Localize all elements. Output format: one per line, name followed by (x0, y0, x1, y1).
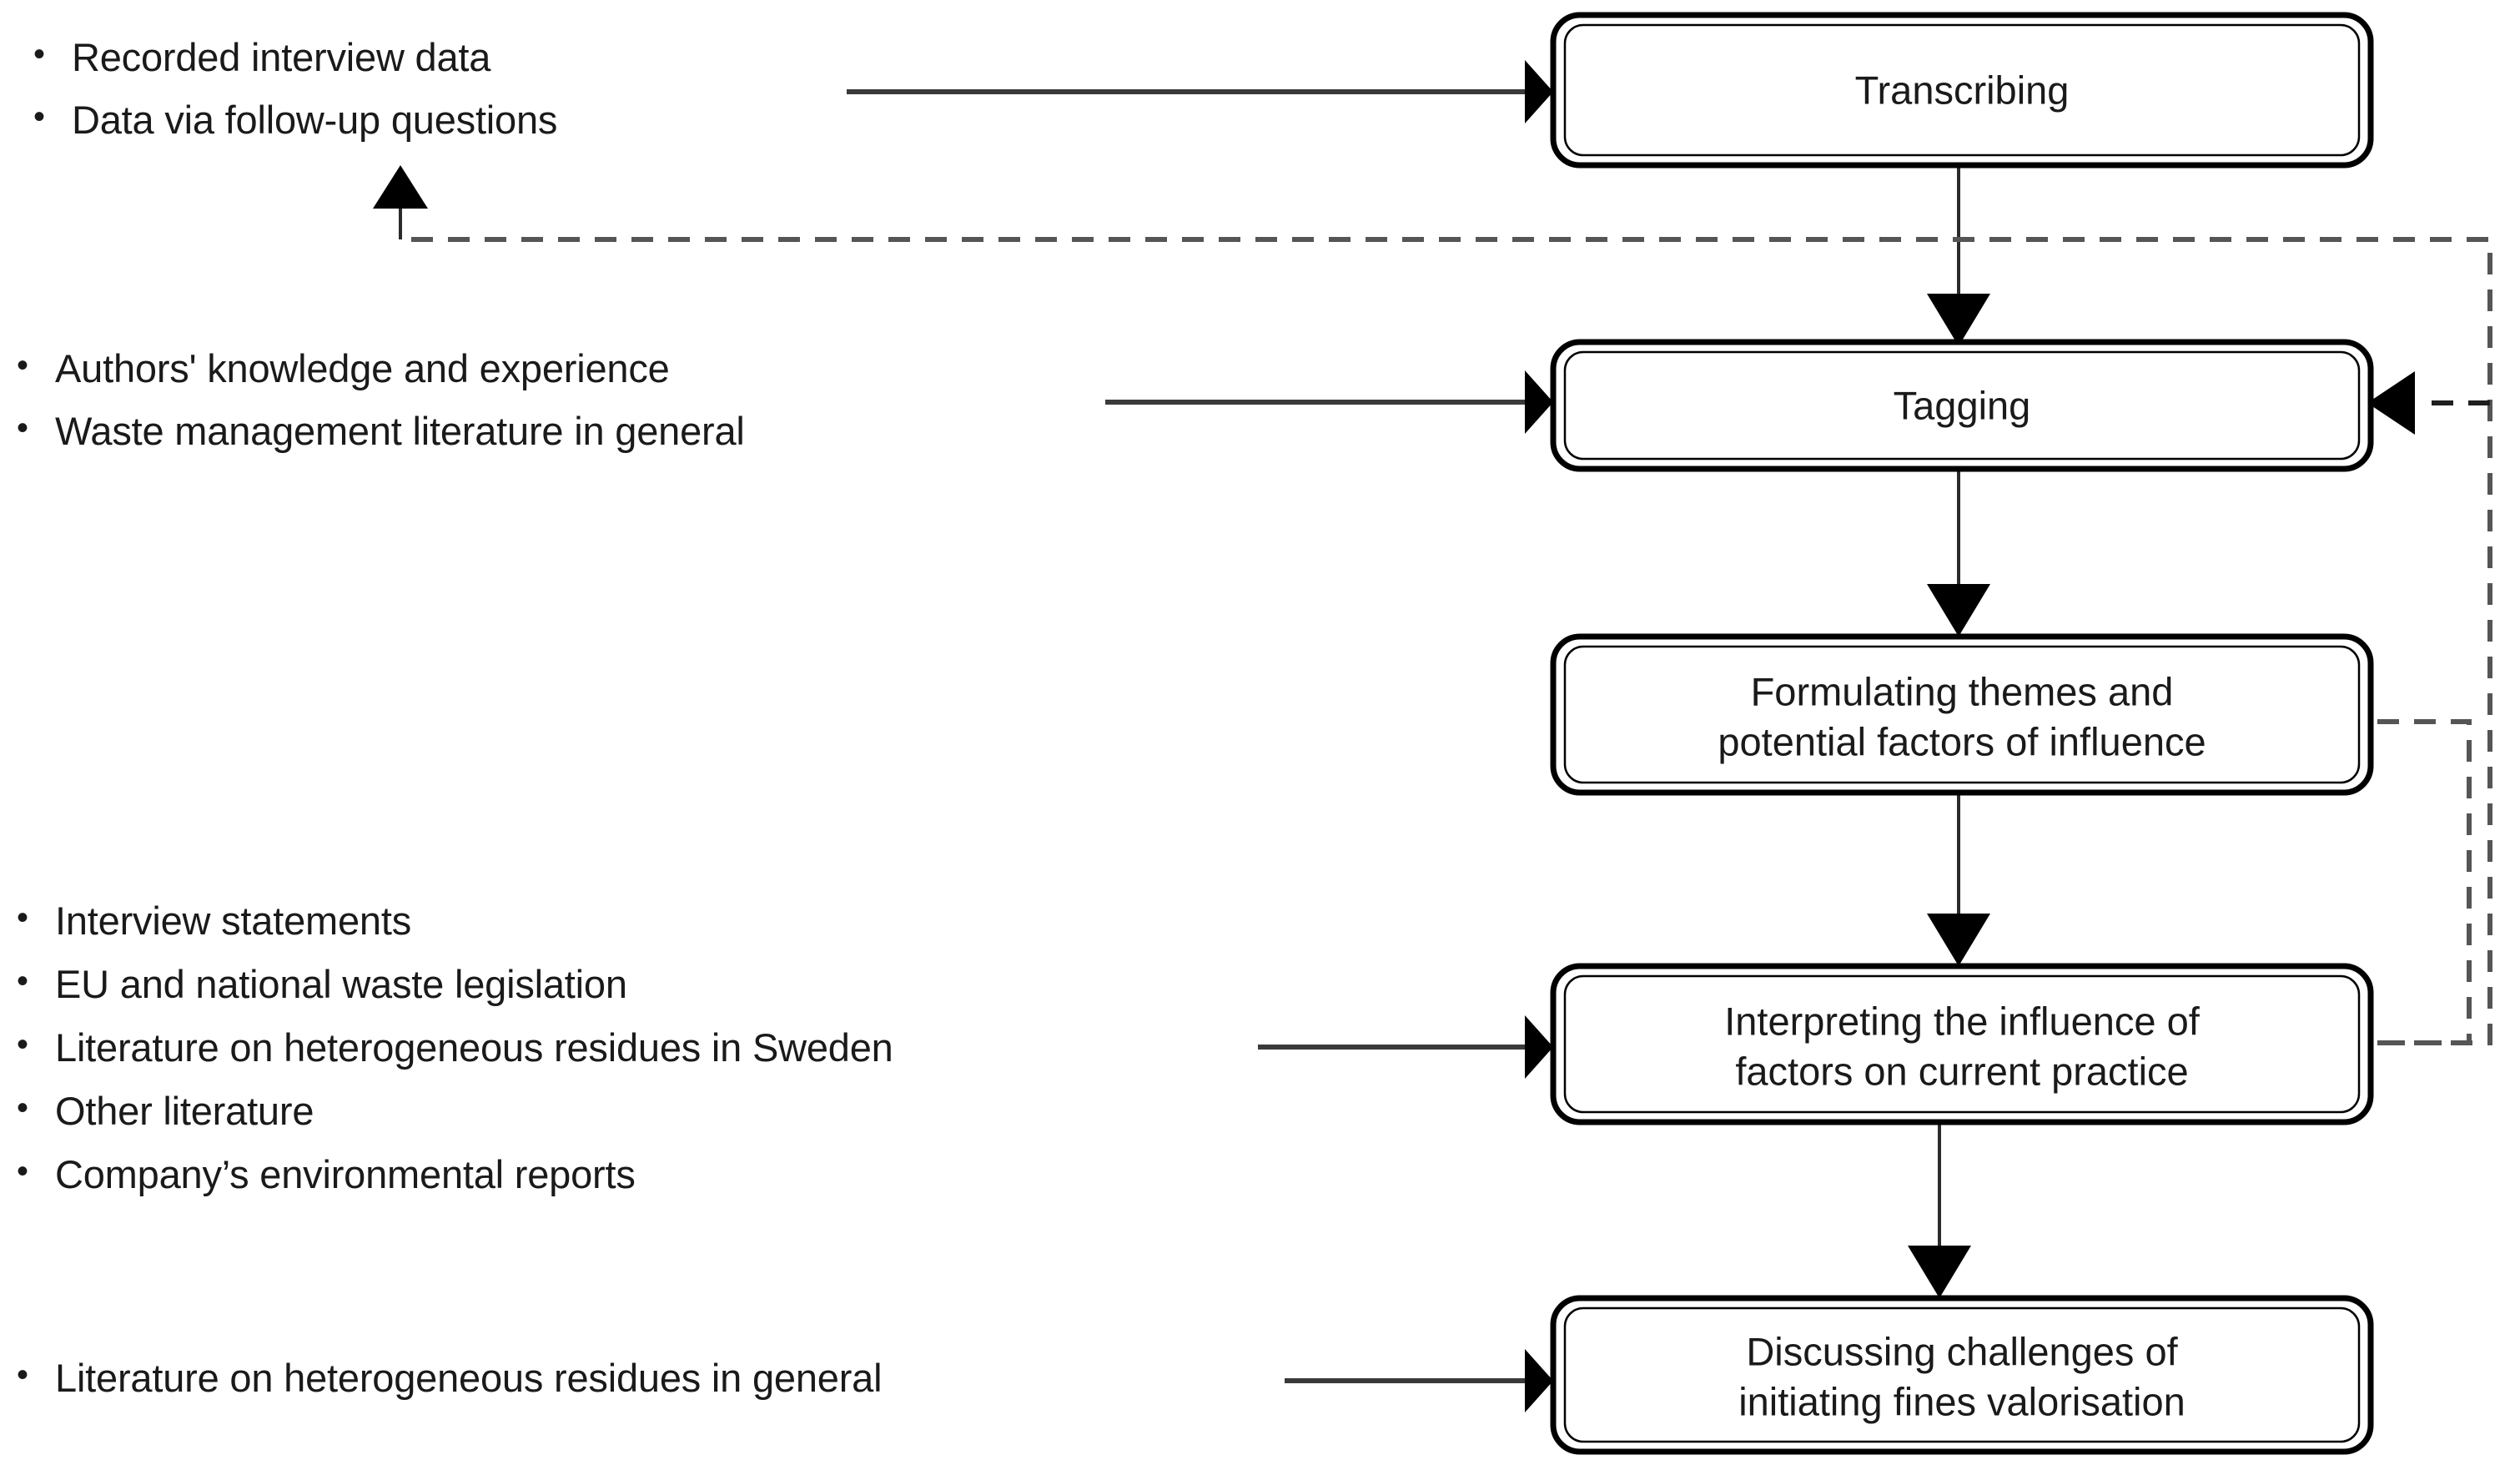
process-box-formulating[interactable]: Formulating themes and potential factors… (1550, 633, 2374, 796)
process-box-discussing-label-line1: Discussing challenges of (1746, 1329, 2178, 1373)
connector-input-to-tagging (1105, 370, 1553, 434)
connector-transcribing-to-tagging (1927, 165, 1990, 346)
bullet-icon: • (17, 1153, 29, 1190)
input-group-transcribing: • Recorded interview data • Data via fol… (33, 38, 557, 139)
process-box-interpreting-label-line1: Interpreting the influence of (1724, 999, 2201, 1043)
bullet-icon: • (33, 36, 46, 73)
list-item: • Recorded interview data (33, 38, 557, 77)
connector-feedback-to-tagging (2367, 371, 2490, 435)
list-item: • EU and national waste legislation (17, 964, 893, 1004)
input-group-interpreting: • Interview statements • EU and national… (17, 901, 893, 1194)
input-item-label: Recorded interview data (72, 35, 491, 79)
bullet-icon: • (33, 98, 46, 135)
input-item-label: Waste management literature in general (55, 409, 745, 453)
process-box-transcribing-label: Transcribing (1855, 68, 2070, 112)
process-box-tagging[interactable]: Tagging (1550, 339, 2374, 472)
connector-tagging-to-formulating (1927, 469, 1990, 637)
process-box-formulating-label-line2: potential factors of influence (1718, 719, 2206, 763)
input-group-tagging: • Authors' knowledge and experience • Wa… (17, 349, 745, 451)
process-box-formulating-label-line1: Formulating themes and (1751, 669, 2174, 713)
input-item-label: Other literature (55, 1089, 314, 1133)
process-box-tagging-label: Tagging (1894, 383, 2031, 427)
bullet-icon: • (17, 347, 29, 384)
bullet-icon: • (17, 410, 29, 446)
process-box-interpreting[interactable]: Interpreting the influence of factors on… (1550, 963, 2374, 1125)
list-item: • Interview statements (17, 901, 893, 940)
list-item: • Waste management literature in general (17, 411, 745, 451)
input-group-discussing: • Literature on heterogeneous residues i… (17, 1356, 883, 1400)
connector-interpreting-to-discussing (1908, 1125, 1971, 1298)
list-item: • Data via follow-up questions (33, 100, 557, 139)
connector-input-to-transcribing (847, 60, 1553, 123)
connector-input-to-discussing (1285, 1349, 1553, 1412)
connector-input-to-interpreting (1258, 1015, 1553, 1079)
bullet-icon: • (17, 1357, 29, 1393)
input-item-label: Authors' knowledge and experience (55, 346, 670, 390)
input-item-label: Company’s environmental reports (55, 1152, 636, 1196)
list-item: • Authors' knowledge and experience (17, 349, 745, 388)
input-item-label: Interview statements (55, 899, 412, 943)
process-box-discussing-label-line2: initiating fines valorisation (1738, 1379, 2186, 1423)
bullet-icon: • (17, 1026, 29, 1063)
input-item-label: Literature on heterogeneous residues in … (55, 1025, 893, 1070)
input-item-label: Literature on heterogeneous residues in … (55, 1356, 883, 1400)
process-box-transcribing[interactable]: Transcribing (1550, 12, 2374, 169)
list-item: • Company’s environmental reports (17, 1155, 893, 1194)
list-item: • Literature on heterogeneous residues i… (17, 1028, 893, 1067)
process-box-discussing[interactable]: Discussing challenges of initiating fine… (1550, 1295, 2374, 1455)
input-item-label: Data via follow-up questions (72, 98, 558, 142)
list-item: • Other literature (17, 1091, 893, 1130)
bullet-icon: • (17, 1090, 29, 1126)
process-box-interpreting-label-line2: factors on current practice (1735, 1049, 2188, 1093)
list-item: • Literature on heterogeneous residues i… (17, 1356, 883, 1400)
input-item-label: EU and national waste legislation (55, 962, 627, 1006)
bullet-icon: • (17, 963, 29, 999)
bullet-icon: • (17, 899, 29, 936)
connector-formulating-to-interpreting (1927, 793, 1990, 966)
connector-feedback-formulating-riser (2377, 719, 2472, 1045)
